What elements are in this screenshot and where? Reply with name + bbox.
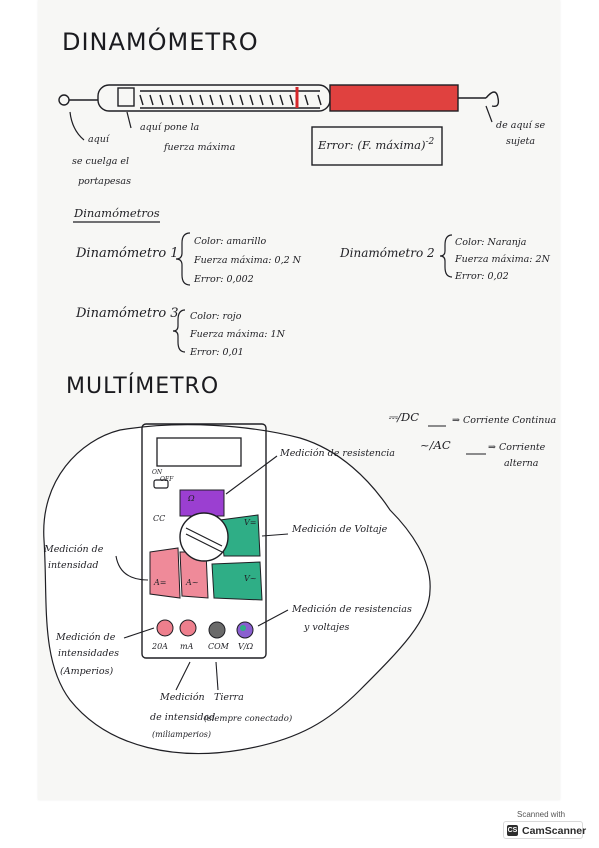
d1-fuerza: Fuerza máxima: 0,2 N (194, 255, 301, 266)
note-voltaje: Medición de Voltaje (292, 524, 388, 535)
multimeter-body (141, 423, 267, 659)
zone-adc (149, 547, 181, 599)
port-20a[interactable] (156, 619, 174, 637)
scanner-badge: Scanned with CamScanner CS (503, 810, 586, 840)
note-mili-3: (miliamperios) (152, 730, 212, 739)
note-res-volt-1: Medición de resistencias (292, 604, 412, 615)
note-amp-1: Medición de (56, 632, 116, 643)
error-formula: Error: (F. máxima)-2 (318, 137, 434, 152)
port-label-vo: V/Ω (238, 642, 254, 651)
note-intensidad-2: intensidad (48, 560, 99, 571)
d3-fuerza: Fuerza máxima: 1N (190, 329, 285, 340)
arrow-voltaje (261, 533, 289, 537)
label-vac: V~ (244, 574, 257, 583)
note-resistencia: Medición de resistencia (280, 448, 395, 459)
label-adc: A= (154, 578, 167, 587)
arrow-mili (175, 661, 191, 691)
note-res-volt-2: y voltajes (304, 622, 350, 633)
port-vo-dot (240, 625, 246, 631)
note-intensidad-1: Medición de (44, 544, 104, 555)
note-aqui-3: portapesas (78, 176, 131, 187)
note-tierra-2: (siempre conectado) (204, 714, 293, 724)
note-fuerza-1: aquí pone la (140, 122, 200, 133)
port-label-20a: 20A (152, 642, 168, 651)
error-box (311, 126, 443, 166)
arrow-intensidad (115, 555, 149, 581)
note-mili-2: de intensidad (150, 712, 216, 723)
d2-details: Color: Naranja Fuerza máxima: 2N Error: … (455, 234, 550, 285)
brace-d3 (172, 309, 186, 353)
arrow-hook (69, 111, 85, 141)
arrow-res-volt (257, 609, 289, 627)
onoff-label-on: ON (152, 469, 163, 476)
note-sujeta-1: de aquí se (496, 120, 546, 131)
label-aac: A~ (186, 578, 199, 587)
note-amp-3: (Amperios) (60, 666, 114, 677)
dinamometros-heading: Dinamómetros (74, 206, 160, 220)
camscanner-icon: CS (507, 825, 518, 836)
d1-color: Color: amarillo (194, 236, 267, 247)
arrow-scale (126, 111, 132, 129)
note-amp-2: intensidades (58, 648, 119, 659)
label-vdc: V= (244, 518, 257, 527)
ac-label-1: ⇒ Corriente (488, 442, 546, 453)
dial-pointer (185, 527, 223, 553)
arrow-handle (485, 105, 493, 123)
scanner-line2: CamScanner (503, 821, 586, 839)
note-fuerza-2: fuerza máxima (164, 142, 236, 153)
d2-color: Color: Naranja (455, 237, 527, 248)
brace-d2 (439, 234, 453, 278)
port-ma[interactable] (179, 619, 197, 637)
ac-symbol: ~/AC (420, 438, 451, 452)
d1-error: Error: 0,002 (194, 274, 254, 285)
d3-name: Dinamómetro 3 (76, 306, 179, 321)
port-label-com: COM (208, 642, 229, 651)
note-sujeta-2: sujeta (506, 136, 536, 147)
note-tierra-1: Tierra (214, 692, 244, 703)
dynamometer-drawing (58, 84, 500, 112)
port-com[interactable] (208, 621, 226, 639)
d1-details: Color: amarillo Fuerza máxima: 0,2 N Err… (194, 232, 301, 289)
d2-name: Dinamómetro 2 (340, 246, 435, 260)
d1-name: Dinamómetro 1 (76, 246, 179, 261)
d3-details: Color: rojo Fuerza máxima: 1N Error: 0,0… (190, 308, 285, 362)
ac-label-2: alterna (504, 458, 539, 469)
zone-ohm (179, 489, 225, 517)
multimeter-display (156, 437, 242, 467)
onoff-switch[interactable] (153, 479, 169, 489)
arrow-amp (123, 627, 155, 639)
zone-vac (211, 561, 263, 601)
dinamometro-title: DINAMÓMETRO (62, 28, 259, 56)
dc-label: ⇒ Corriente Continua (452, 415, 557, 426)
error-exponent: -2 (425, 137, 435, 147)
onoff-label-off: OFF (160, 476, 174, 483)
arrow-resistencia (225, 455, 278, 495)
label-ohm: Ω (188, 494, 195, 503)
brace-d1 (175, 232, 191, 286)
note-aqui-2: se cuelga el (72, 156, 130, 167)
multimetro-title: MULTÍMETRO (66, 374, 220, 399)
note-aqui-1: aquí (88, 134, 109, 145)
d3-error: Error: 0,01 (190, 347, 244, 358)
error-formula-text: Error: (F. máxima) (318, 137, 426, 152)
note-mili-1: Medición (160, 692, 205, 703)
d2-fuerza: Fuerza máxima: 2N (455, 254, 550, 265)
port-label-ma: mA (180, 642, 194, 651)
d3-color: Color: rojo (190, 311, 242, 322)
d2-error: Error: 0,02 (455, 271, 509, 282)
dc-symbol: ⎓/DC (388, 410, 420, 424)
scanner-line1: Scanned with (517, 810, 566, 819)
label-cc: CC (153, 514, 166, 523)
arrow-tierra (215, 661, 219, 691)
